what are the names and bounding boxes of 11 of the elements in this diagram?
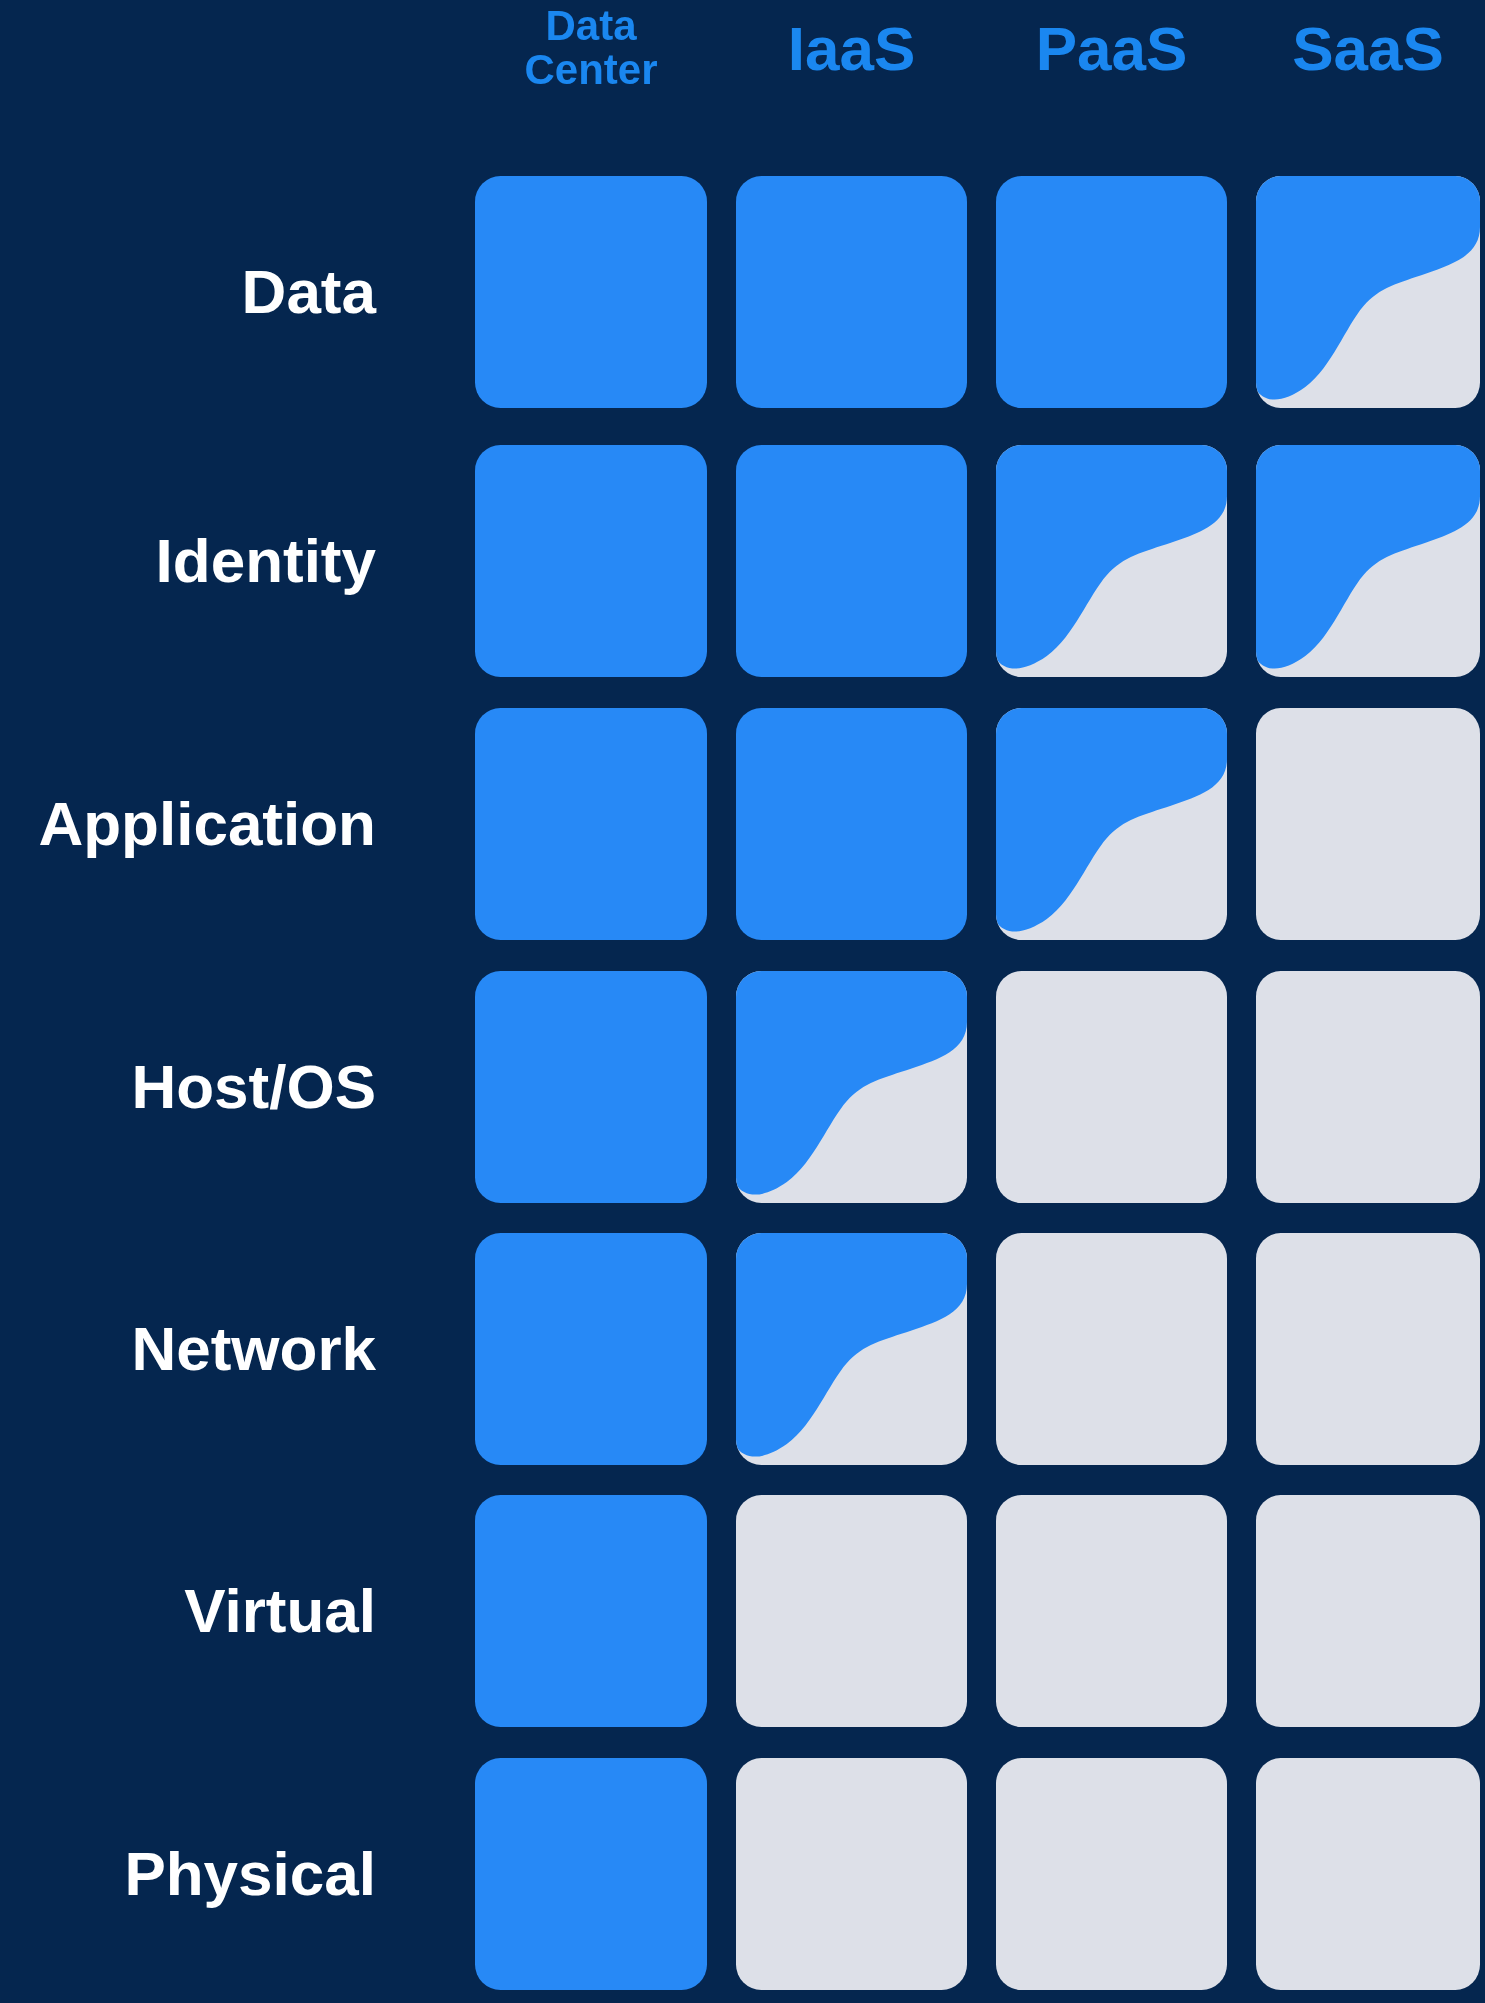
row-label: Physical [123,1838,376,1909]
column-header: PaaS [1034,16,1189,82]
column-header: Data Center [523,4,659,93]
column-header: SaaS [1291,16,1445,82]
row-label: Virtual [183,1575,376,1646]
row-label: Host/OS [130,1051,376,1122]
column-header: IaaS [786,16,917,82]
row-label: Application [37,788,376,859]
row-label: Data [240,256,376,327]
row-label: Network [130,1313,376,1384]
row-label: Identity [154,525,376,596]
